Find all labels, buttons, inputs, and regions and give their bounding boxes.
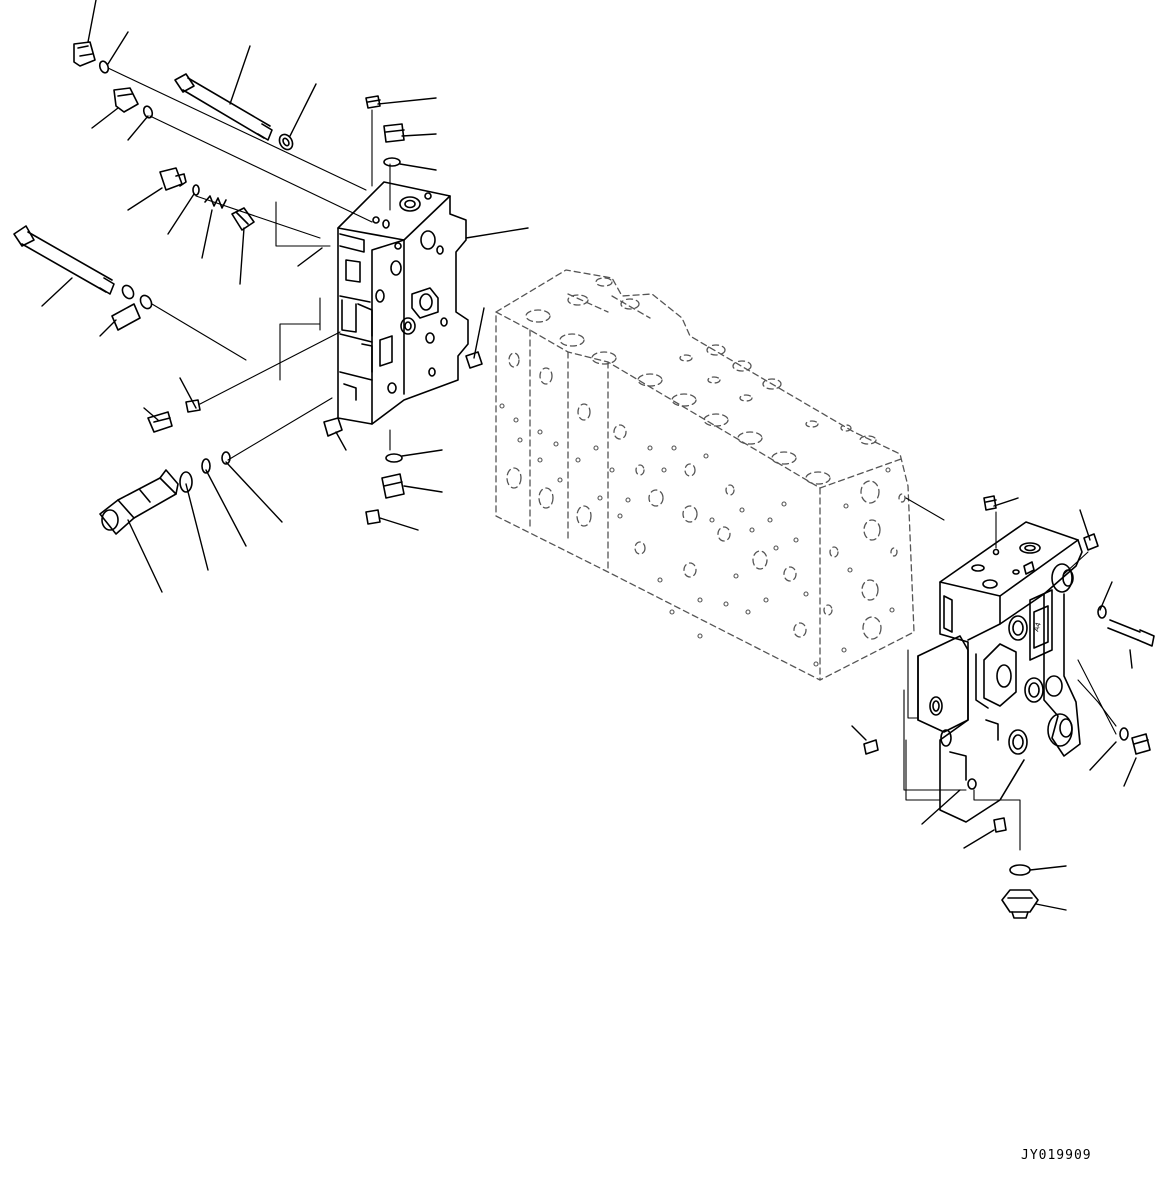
nut-left xyxy=(147,411,173,433)
small-plug-right-left xyxy=(863,739,879,755)
long-tie-bolt-lower xyxy=(13,225,115,295)
plug-bottom-large xyxy=(381,473,405,499)
main-valve-body-dots xyxy=(499,403,895,667)
o-ring-top xyxy=(383,157,401,167)
o-ring-3 xyxy=(192,184,200,196)
plug-top-left xyxy=(73,41,96,67)
plug-2 xyxy=(113,87,139,113)
leader-lines-left-section xyxy=(377,97,529,531)
plug-bottom-small xyxy=(365,509,381,525)
leader-lines-right xyxy=(851,497,1137,911)
right-valve-section xyxy=(917,521,1083,823)
fitting-right-1 xyxy=(1083,533,1099,551)
leader-lines-left xyxy=(41,0,347,593)
main-valve-body xyxy=(495,269,915,681)
fitting-right-side xyxy=(465,351,483,369)
plug-right-side xyxy=(1131,733,1151,755)
drawing-code: JY019909 xyxy=(1021,1148,1092,1163)
plug-right-bottom-small xyxy=(993,817,1007,833)
poppet xyxy=(231,207,255,231)
long-tie-bolt-upper xyxy=(174,73,273,141)
spring xyxy=(204,195,227,209)
o-ring-right-bottom xyxy=(1009,864,1031,876)
small-plug-left xyxy=(185,399,201,413)
backup-ring-relief xyxy=(221,451,231,465)
section-mark-a4: A4 xyxy=(1032,621,1043,633)
washer-right xyxy=(1097,605,1107,619)
o-ring-relief-2 xyxy=(201,458,211,474)
plug-top-small xyxy=(365,95,381,109)
plug-3 xyxy=(159,167,187,191)
assembly-centerlines-right xyxy=(903,497,1117,851)
washer-upper xyxy=(278,133,294,151)
bolt-right xyxy=(1107,619,1155,647)
o-ring-top-left xyxy=(98,60,110,74)
o-ring-2 xyxy=(142,105,154,119)
relief-valve xyxy=(99,469,179,535)
plug-top-large xyxy=(383,123,405,143)
plug-right-top xyxy=(983,495,997,511)
left-valve-section xyxy=(337,181,469,425)
plug-bottom-1 xyxy=(323,417,343,437)
washer-pair-lower xyxy=(111,284,153,331)
assembly-centerlines-left xyxy=(107,67,391,461)
o-ring-relief-1 xyxy=(179,471,193,493)
o-ring-bottom xyxy=(385,453,403,463)
plug-right-bottom-large xyxy=(1001,889,1039,919)
o-ring-right xyxy=(1119,727,1129,741)
